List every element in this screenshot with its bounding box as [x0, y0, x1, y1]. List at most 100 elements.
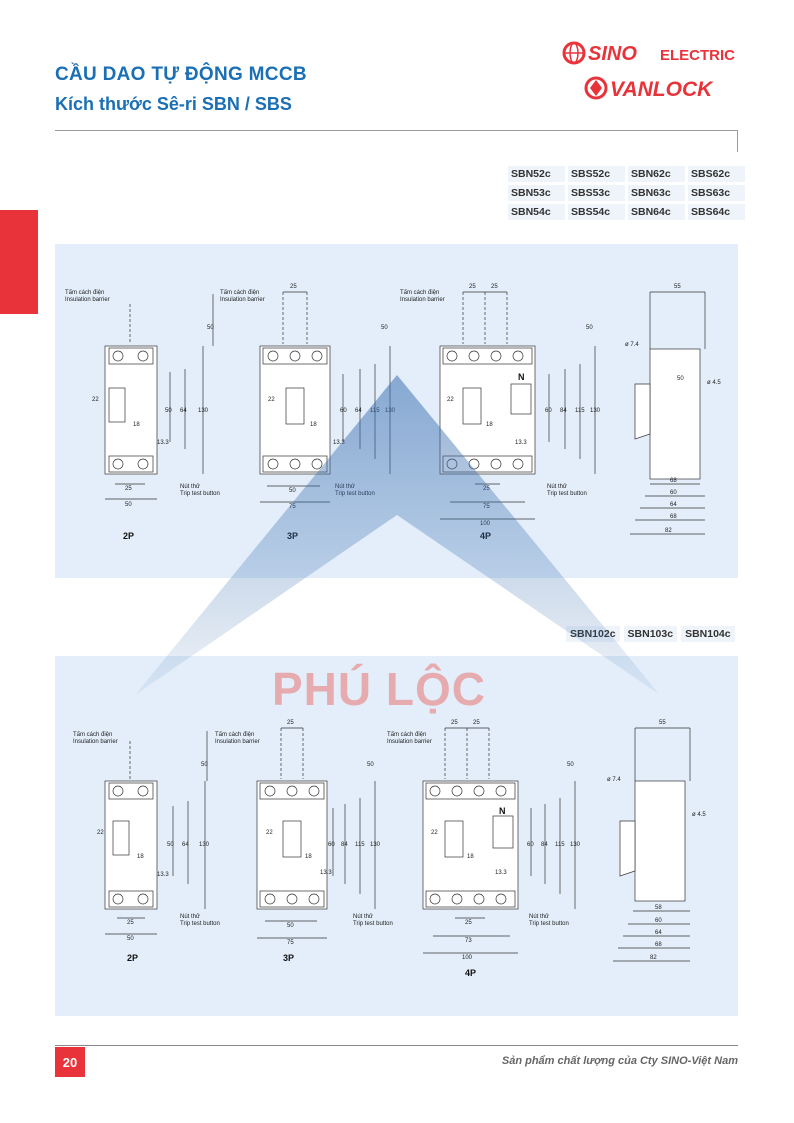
dim-side-w3: 64	[655, 930, 662, 936]
barrier-label-vi: Tấm cách điện	[215, 732, 254, 738]
dim-side-hole: ø 7.4	[607, 777, 621, 783]
dim-3p-pitch: 25	[290, 284, 297, 290]
page-number: 20	[55, 1047, 85, 1077]
dim-3p-top: 50	[381, 325, 388, 331]
model-code: SBS53c	[568, 185, 625, 201]
dim-2p-small: 18	[133, 422, 140, 428]
model-code: SBN52c	[508, 166, 565, 182]
barrier-label-en: Insulation barrier	[220, 297, 265, 303]
dim-side-w5: 82	[650, 955, 657, 961]
dim-3p-left: 22	[268, 397, 275, 403]
watermark-triangle	[135, 375, 660, 695]
dim-3p-h1: 115	[355, 842, 365, 848]
dim-4p-pitch-b: 25	[491, 284, 498, 290]
dim-side-w3: 64	[670, 502, 677, 508]
footer-divider	[55, 1045, 738, 1046]
barrier-label-vi: Tấm cách điện	[65, 290, 104, 296]
dim-4p-top: 50	[567, 762, 574, 768]
dim-2p-pitch: 25	[125, 486, 132, 492]
watermark-text: PHÚ LỘC	[272, 663, 486, 715]
dimension-drawing-2: Tấm cách điện Insulation barrier 50 22 5…	[73, 720, 706, 978]
trip-label-en: Trip test button	[180, 491, 220, 497]
barrier-label-en: Insulation barrier	[65, 297, 110, 303]
dim-4p-mid: 84	[560, 408, 567, 414]
dim-4p-mid-w: 73	[465, 938, 472, 944]
section-tab	[0, 210, 38, 314]
model-code: SBS52c	[568, 166, 625, 182]
header-divider-tick	[737, 130, 738, 152]
pole-label-3p: 3P	[283, 953, 294, 963]
dim-side-w2: 60	[655, 918, 662, 924]
dim-3p-width: 75	[287, 940, 294, 946]
barrier-label-en: Insulation barrier	[73, 739, 118, 745]
dim-side-d1: 50	[677, 376, 684, 382]
barrier-label-en: Insulation barrier	[387, 739, 432, 745]
dim-side-hole2: ø 4.5	[707, 380, 721, 386]
page-subtitle: Kích thước Sê-ri SBN / SBS	[55, 94, 292, 114]
dim-side-hole2: ø 4.5	[692, 812, 706, 818]
dim-4p-offset: 13.3	[515, 440, 527, 446]
model-code: SBS54c	[568, 204, 625, 220]
trip-label-en: Trip test button	[180, 921, 220, 927]
model-code: SBN54c	[508, 204, 565, 220]
dim-3p-small: 18	[310, 422, 317, 428]
trip-label-en: Trip test button	[547, 491, 587, 497]
dim-4p-mid: 84	[541, 842, 548, 848]
trip-label-en: Trip test button	[529, 921, 569, 927]
dim-4p-inner-w: 25	[465, 920, 472, 926]
dim-3p-inner-w: 50	[289, 488, 296, 494]
dim-4p-pitch-a: 25	[451, 720, 458, 726]
dim-3p-mid: 64	[355, 408, 362, 414]
dim-2p-mid: 64	[180, 408, 187, 414]
dim-4p-h2: 130	[570, 842, 581, 848]
dim-2p-left: 22	[97, 830, 104, 836]
logo-brand1: SINO	[588, 43, 637, 65]
dim-4p-left: 22	[431, 830, 438, 836]
model-list-1: SBN52c SBS52c SBN62c SBS62c SBN53c SBS53…	[508, 166, 745, 220]
model-code: SBS63c	[688, 185, 745, 201]
vanlock-emblem-icon	[584, 76, 608, 100]
dim-side-top: 55	[659, 720, 666, 726]
model-code: SBN63c	[628, 185, 685, 201]
dim-2p-mid: 64	[182, 842, 189, 848]
dim-side-w5: 82	[665, 528, 672, 534]
dim-2p-offset: 13.3	[157, 872, 169, 878]
footer-text: Sản phẩm chất lượng của Cty SINO-Việt Na…	[501, 1055, 738, 1067]
trip-label-vi: Nút thử	[529, 913, 549, 920]
dim-4p-left: 22	[447, 397, 454, 403]
dim-4p-offset: 13.3	[495, 870, 507, 876]
dim-4p-h1: 115	[575, 408, 585, 414]
dim-3p-mid: 84	[341, 842, 348, 848]
barrier-label-en: Insulation barrier	[400, 297, 445, 303]
dim-3p-offset: 13.3	[333, 440, 345, 446]
dim-4p-pitch-a: 25	[469, 284, 476, 290]
dim-2p-offset: 13.3	[157, 440, 169, 446]
dim-side-top: 55	[674, 284, 681, 290]
dim-2p-width: 50	[127, 936, 134, 942]
barrier-label-vi: Tấm cách điện	[73, 732, 112, 738]
logo-brand1-suffix: ELECTRIC	[660, 47, 735, 64]
dim-side-hole: ø 7.4	[625, 342, 639, 348]
neutral-label: N	[518, 372, 525, 382]
page-title: CẦU DAO TỰ ĐỘNG MCCB	[55, 64, 307, 85]
dim-4p-inner: 60	[545, 408, 552, 414]
pole-label-2p: 2P	[123, 531, 134, 541]
dim-side-w1: 68	[670, 478, 677, 484]
dim-2p-inner: 50	[167, 842, 174, 848]
dimension-drawing-1: Tấm cách điện Insulation barrier 50 22 5…	[65, 284, 721, 541]
dim-side-w4: 68	[670, 514, 677, 520]
dim-3p-offset: 13.3	[320, 870, 332, 876]
dim-3p-inner-w: 50	[287, 923, 294, 929]
dimension-panel-2: Tấm cách điện Insulation barrier 50 22 5…	[55, 656, 738, 1016]
dim-3p-h2: 130	[370, 842, 381, 848]
pole-label-2p: 2P	[127, 953, 138, 963]
dim-4p-h2: 130	[590, 408, 601, 414]
dim-4p-small: 18	[486, 422, 493, 428]
dim-side-w4: 68	[655, 942, 662, 948]
dim-4p-inner: 60	[527, 842, 534, 848]
trip-label-vi: Nút thử	[353, 913, 373, 920]
dim-2p-left: 22	[92, 397, 99, 403]
model-code: SBS62c	[688, 166, 745, 182]
trip-label-vi: Nút thử	[547, 483, 567, 490]
dim-3p-small: 18	[305, 854, 312, 860]
